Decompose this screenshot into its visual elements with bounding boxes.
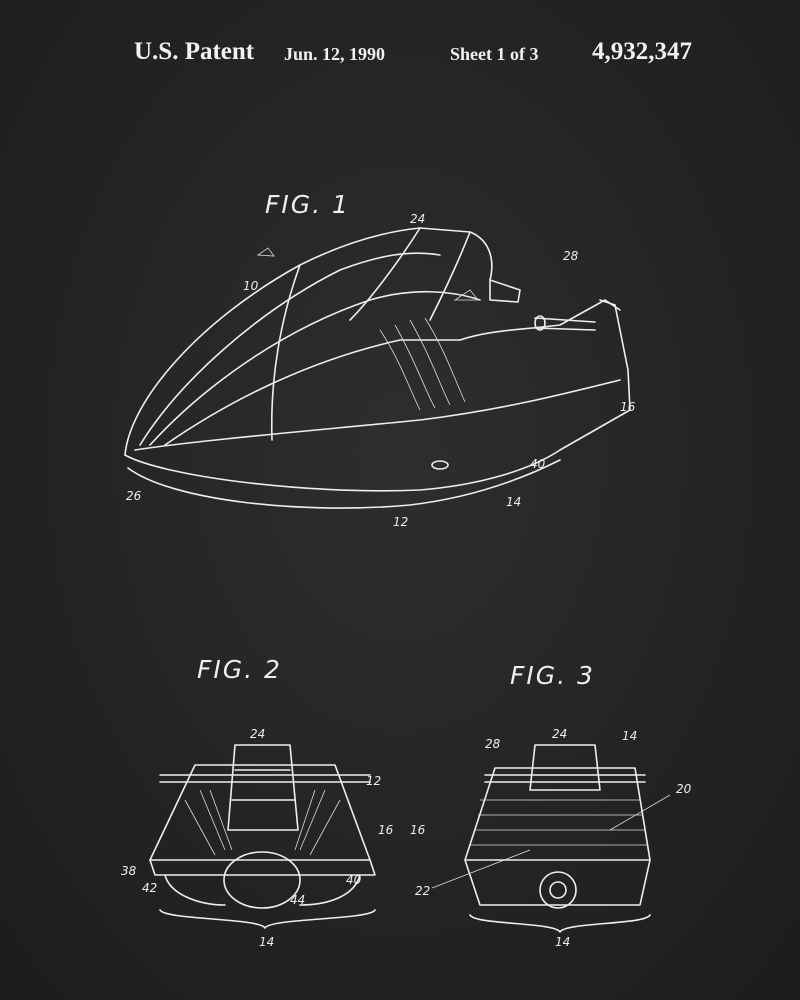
ref-12: 12 [393, 515, 408, 529]
ref-26: 26 [126, 489, 142, 503]
fig2-label: FIG. 2 [197, 655, 282, 684]
ref-16: 16 [378, 823, 394, 837]
ref-14: 14 [506, 495, 521, 509]
ref-24: 24 [552, 727, 567, 741]
patent-number: 4,932,347 [592, 38, 692, 65]
ref-38: 38 [121, 864, 137, 878]
ref-20: 20 [676, 782, 692, 796]
ref-22: 22 [415, 884, 430, 898]
fig1-label: FIG. 1 [265, 190, 350, 219]
ref-40: 40 [530, 457, 546, 471]
patent-date: Jun. 12, 1990 [284, 44, 386, 64]
ref-24: 24 [250, 727, 265, 741]
ref-24: 24 [410, 212, 425, 226]
ref-40: 40 [346, 873, 362, 887]
figure-2: FIG. 2 24 12 16 38 42 44 40 14 [121, 655, 394, 949]
ref-14: 14 [259, 935, 274, 949]
figure-3: FIG. 3 28 24 14 20 16 22 14 [410, 661, 692, 949]
ref-14: 14 [622, 729, 637, 743]
figure-1: FIG. 1 24 10 28 16 40 14 12 26 [124, 190, 636, 529]
patent-title: U.S. Patent [134, 38, 255, 65]
ref-16: 16 [410, 823, 426, 837]
ref-28: 28 [563, 249, 579, 263]
ref-44: 44 [290, 893, 305, 907]
ref-16: 16 [620, 400, 636, 414]
sheet-number: Sheet 1 of 3 [450, 44, 539, 64]
ref-28: 28 [485, 737, 501, 751]
ref-10: 10 [243, 279, 259, 293]
fig3-label: FIG. 3 [510, 661, 595, 690]
ref-14b: 14 [555, 935, 570, 949]
ref-12: 12 [366, 774, 381, 788]
ref-42: 42 [142, 881, 157, 895]
